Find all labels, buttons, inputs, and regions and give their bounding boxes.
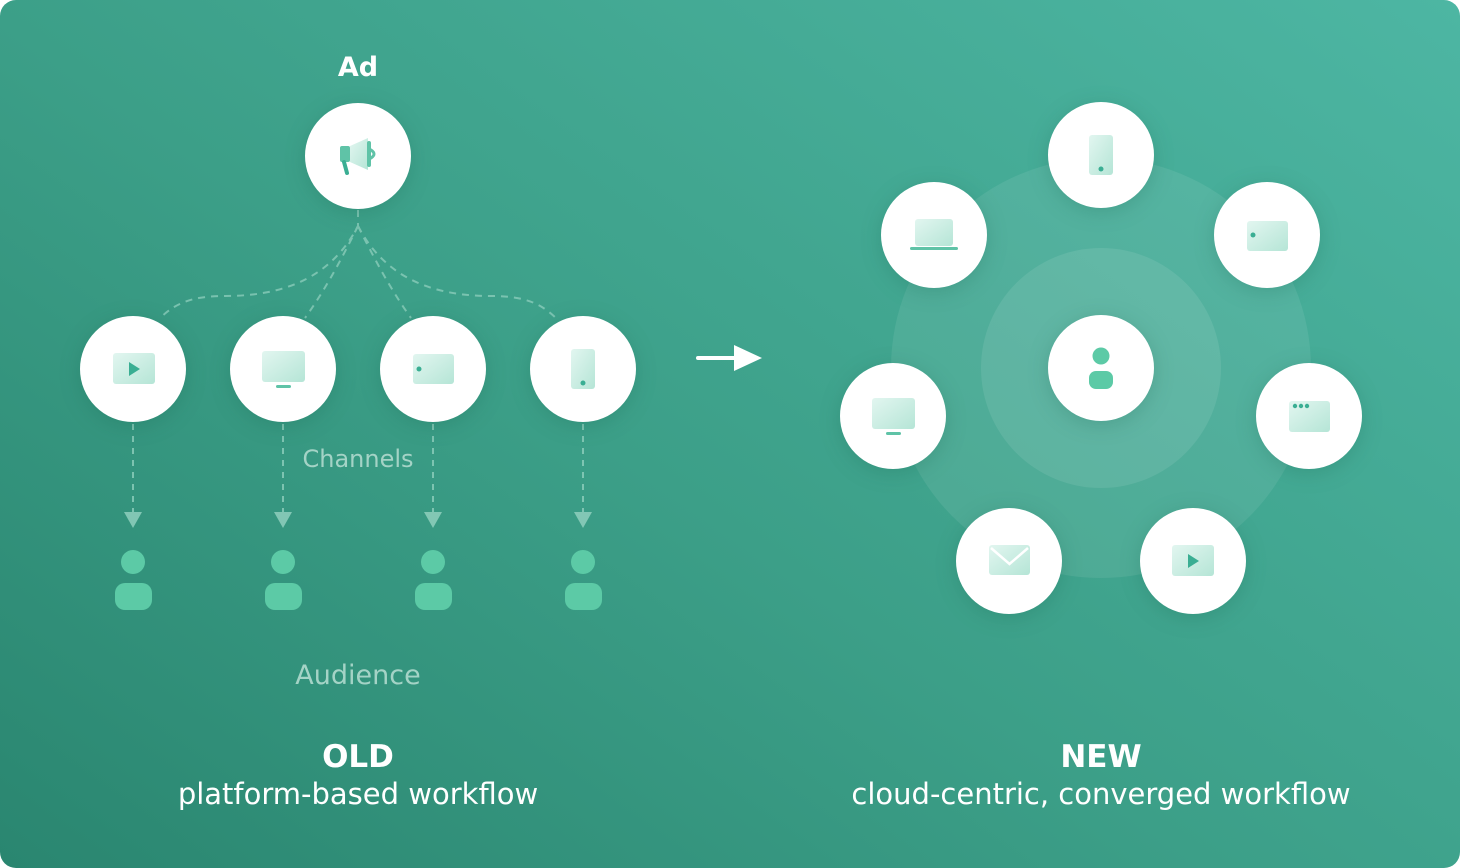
audience-person-3 — [415, 550, 452, 610]
channel-node-2 — [230, 316, 336, 422]
old-workflow-title: OLD — [322, 739, 394, 775]
arrow-right-icon — [696, 345, 762, 371]
monitor-icon — [872, 398, 915, 435]
orbit-node-monitor — [840, 363, 946, 469]
audience-group — [115, 550, 602, 610]
connector-ad-channel-3 — [357, 225, 412, 319]
ad-label: Ad — [337, 52, 379, 83]
audience-label: Audience — [295, 660, 421, 691]
audience-person-4 — [565, 550, 602, 610]
video-play-icon — [1172, 545, 1214, 576]
new-workflow-title: NEW — [1060, 739, 1142, 775]
audience-person-1 — [115, 550, 152, 610]
orbit-node-tablet — [1214, 182, 1320, 288]
arrow-channel-2-audience — [274, 424, 292, 528]
megaphone-icon — [340, 138, 376, 175]
channel-to-audience-arrows — [124, 424, 592, 528]
new-workflow-subtitle: cloud-centric, converged workflow — [851, 777, 1351, 811]
monitor-icon — [262, 351, 305, 388]
person-icon — [415, 550, 452, 610]
orbit-node-email — [956, 508, 1062, 614]
orbit-node-laptop — [881, 182, 987, 288]
tablet-landscape-icon — [1247, 221, 1288, 251]
channels-label: Channels — [302, 445, 414, 473]
connector-ad-channel-1 — [159, 210, 359, 319]
orbit-node-video — [1140, 508, 1246, 614]
connector-ad-channel-2 — [304, 225, 359, 319]
email-icon — [989, 545, 1030, 575]
smartphone-icon — [1089, 135, 1113, 175]
channel-node-1 — [80, 316, 186, 422]
person-icon — [565, 550, 602, 610]
channel-node-4 — [530, 316, 636, 422]
old-workflow-subtitle: platform-based workflow — [177, 777, 539, 811]
person-icon — [1089, 347, 1113, 389]
person-icon — [265, 550, 302, 610]
ad-to-channel-connectors — [159, 210, 557, 319]
arrow-channel-4-audience — [574, 424, 592, 528]
laptop-icon — [910, 219, 958, 250]
browser-window-icon — [1289, 401, 1330, 432]
orbit-node-browser — [1256, 363, 1362, 469]
channel-node-3 — [380, 316, 486, 422]
tablet-landscape-icon — [413, 354, 454, 384]
connector-ad-channel-4 — [357, 225, 557, 319]
orbit-node-smartphone — [1048, 102, 1154, 208]
center-user-node — [1048, 315, 1154, 421]
person-icon — [115, 550, 152, 610]
arrow-channel-1-audience — [124, 424, 142, 528]
video-play-icon — [113, 353, 155, 384]
ad-node — [305, 103, 411, 209]
arrow-channel-3-audience — [424, 424, 442, 528]
smartphone-icon — [571, 349, 595, 389]
audience-person-2 — [265, 550, 302, 610]
